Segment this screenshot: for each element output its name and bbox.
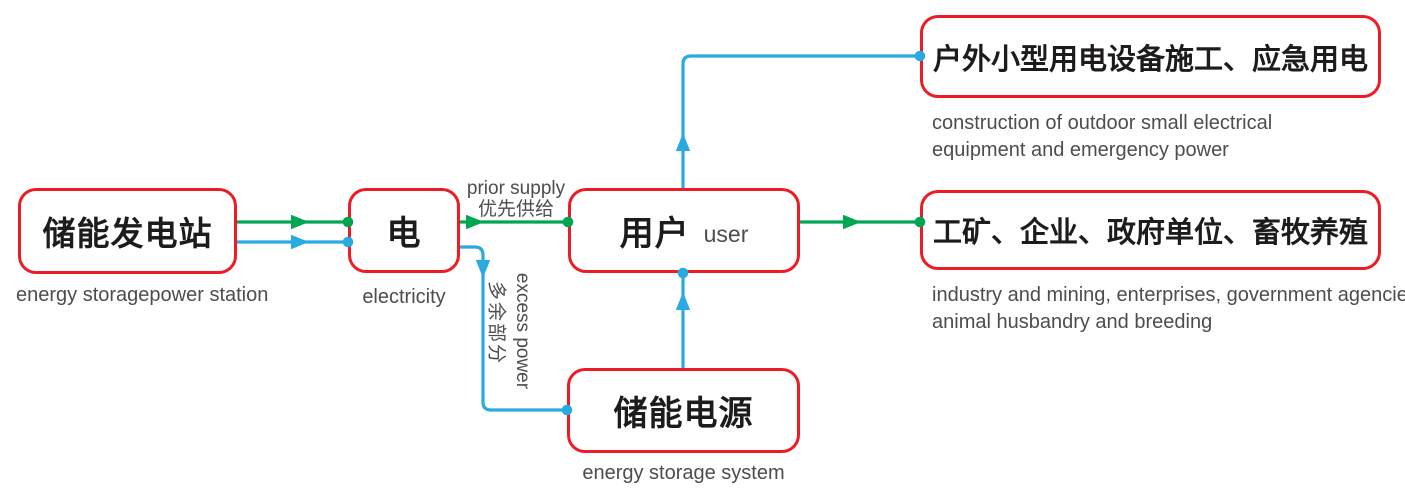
arrowhead-up-icon (675, 292, 691, 310)
node-user-subtitle: user (703, 221, 749, 247)
node-storage-power-station-title: 储能发电站 (42, 215, 213, 252)
electricity-caption: electricity (362, 286, 446, 308)
outdoor-caption: construction of outdoor small electrical… (932, 110, 1272, 164)
excess-power-label-zh: 多余部分 (485, 280, 507, 366)
arrowhead-right-icon (291, 234, 309, 250)
node-storage-power-station: 储能发电站 (18, 188, 237, 274)
industry-caption-line1: industry and mining, enterprises, govern… (932, 284, 1405, 306)
excess-power-label-en: excess power (512, 272, 533, 390)
node-industry-users-title: 工矿、企业、政府单位、畜牧养殖 (932, 217, 1368, 249)
outdoor-caption-line2: equipment and emergency power (932, 139, 1229, 161)
node-storage-system-title: 储能电源 (613, 395, 754, 433)
outdoor-caption-line1: construction of outdoor small electrical (932, 112, 1273, 134)
arrowhead-right-icon (291, 214, 309, 230)
arrowhead-right-icon (843, 214, 861, 230)
storage-caption: energy storage system (582, 462, 785, 484)
node-user: 用户 user (568, 188, 800, 273)
station-caption: energy storagepower station (16, 284, 269, 306)
prior-supply-label: prior supply 优先供给 (460, 178, 572, 220)
node-storage-system: 储能电源 (567, 368, 800, 453)
prior-supply-label-en: prior supply (466, 178, 566, 199)
node-electricity-title: 电 (386, 215, 422, 253)
node-outdoor-equipment-title: 户外小型用电设备施工、应急用电 (932, 43, 1368, 76)
arrowhead-down-icon (475, 260, 491, 278)
node-electricity: 电 (348, 188, 460, 273)
industry-caption-line2: animal husbandry and breeding (932, 311, 1213, 333)
edge-user-outdoor-blue (681, 54, 920, 188)
node-user-title: 用户 (619, 215, 690, 253)
node-industry-users: 工矿、企业、政府单位、畜牧养殖 (920, 190, 1381, 270)
prior-supply-label-zh: 优先供给 (477, 199, 554, 220)
node-outdoor-equipment: 户外小型用电设备施工、应急用电 (920, 15, 1381, 98)
arrowhead-up-icon (675, 133, 691, 151)
industry-caption: industry and mining, enterprises, govern… (932, 282, 1405, 336)
